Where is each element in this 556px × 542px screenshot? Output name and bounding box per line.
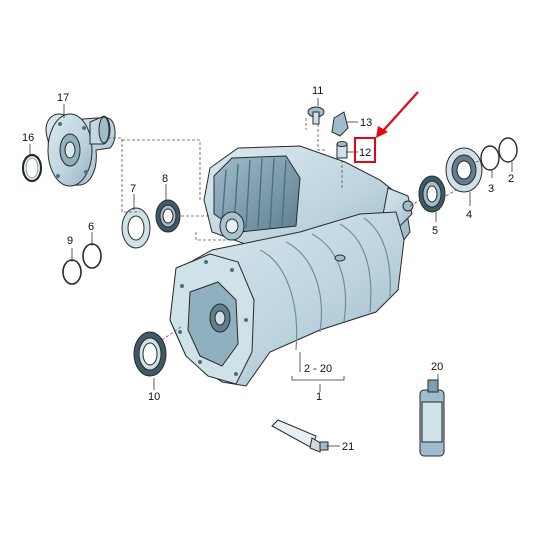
label-12: 12 [359,147,371,159]
seal-4 [445,147,483,193]
highlight-box [354,137,376,163]
label-9: 9 [67,235,73,247]
assembly-lines [108,118,501,341]
oil-bottle-20 [419,379,445,457]
shaft-seal-8 [155,199,181,233]
o-ring-9 [62,259,82,285]
label-4: 4 [466,209,472,221]
breather-cap-13 [331,111,349,137]
label-3: 3 [488,183,494,195]
label-7: 7 [130,183,136,195]
label-2: 2 [508,173,514,185]
part-labels: 17 16 7 8 6 9 10 11 13 12 5 4 3 2 20 21 … [22,85,514,453]
highlight-marker [354,91,419,163]
label-17: 17 [57,92,69,104]
o-ring-3 [480,145,500,171]
sealant-tube-21 [271,419,329,453]
o-ring-6 [82,243,102,269]
highlight-arrow [381,91,419,133]
label-21: 21 [342,441,354,453]
label-16: 16 [22,132,34,144]
o-ring-2 [498,137,518,163]
label-range: 2 - 20 [304,363,332,375]
seal-7 [121,207,151,249]
label-1: 1 [316,391,322,403]
leader-lines [29,98,513,447]
label-10: 10 [148,391,160,403]
output-flange-17 [45,113,116,187]
breather-12 [336,141,348,159]
screw-11 [307,106,325,125]
shaft-seal-5 [418,175,446,213]
transfer-case-housing [169,145,414,387]
seal-10 [133,331,167,377]
label-5: 5 [432,225,438,237]
label-6: 6 [88,221,94,233]
circlip-16 [21,153,43,183]
label-8: 8 [162,173,168,185]
label-13: 13 [360,117,372,129]
label-20: 20 [431,361,443,373]
label-11: 11 [312,85,323,97]
